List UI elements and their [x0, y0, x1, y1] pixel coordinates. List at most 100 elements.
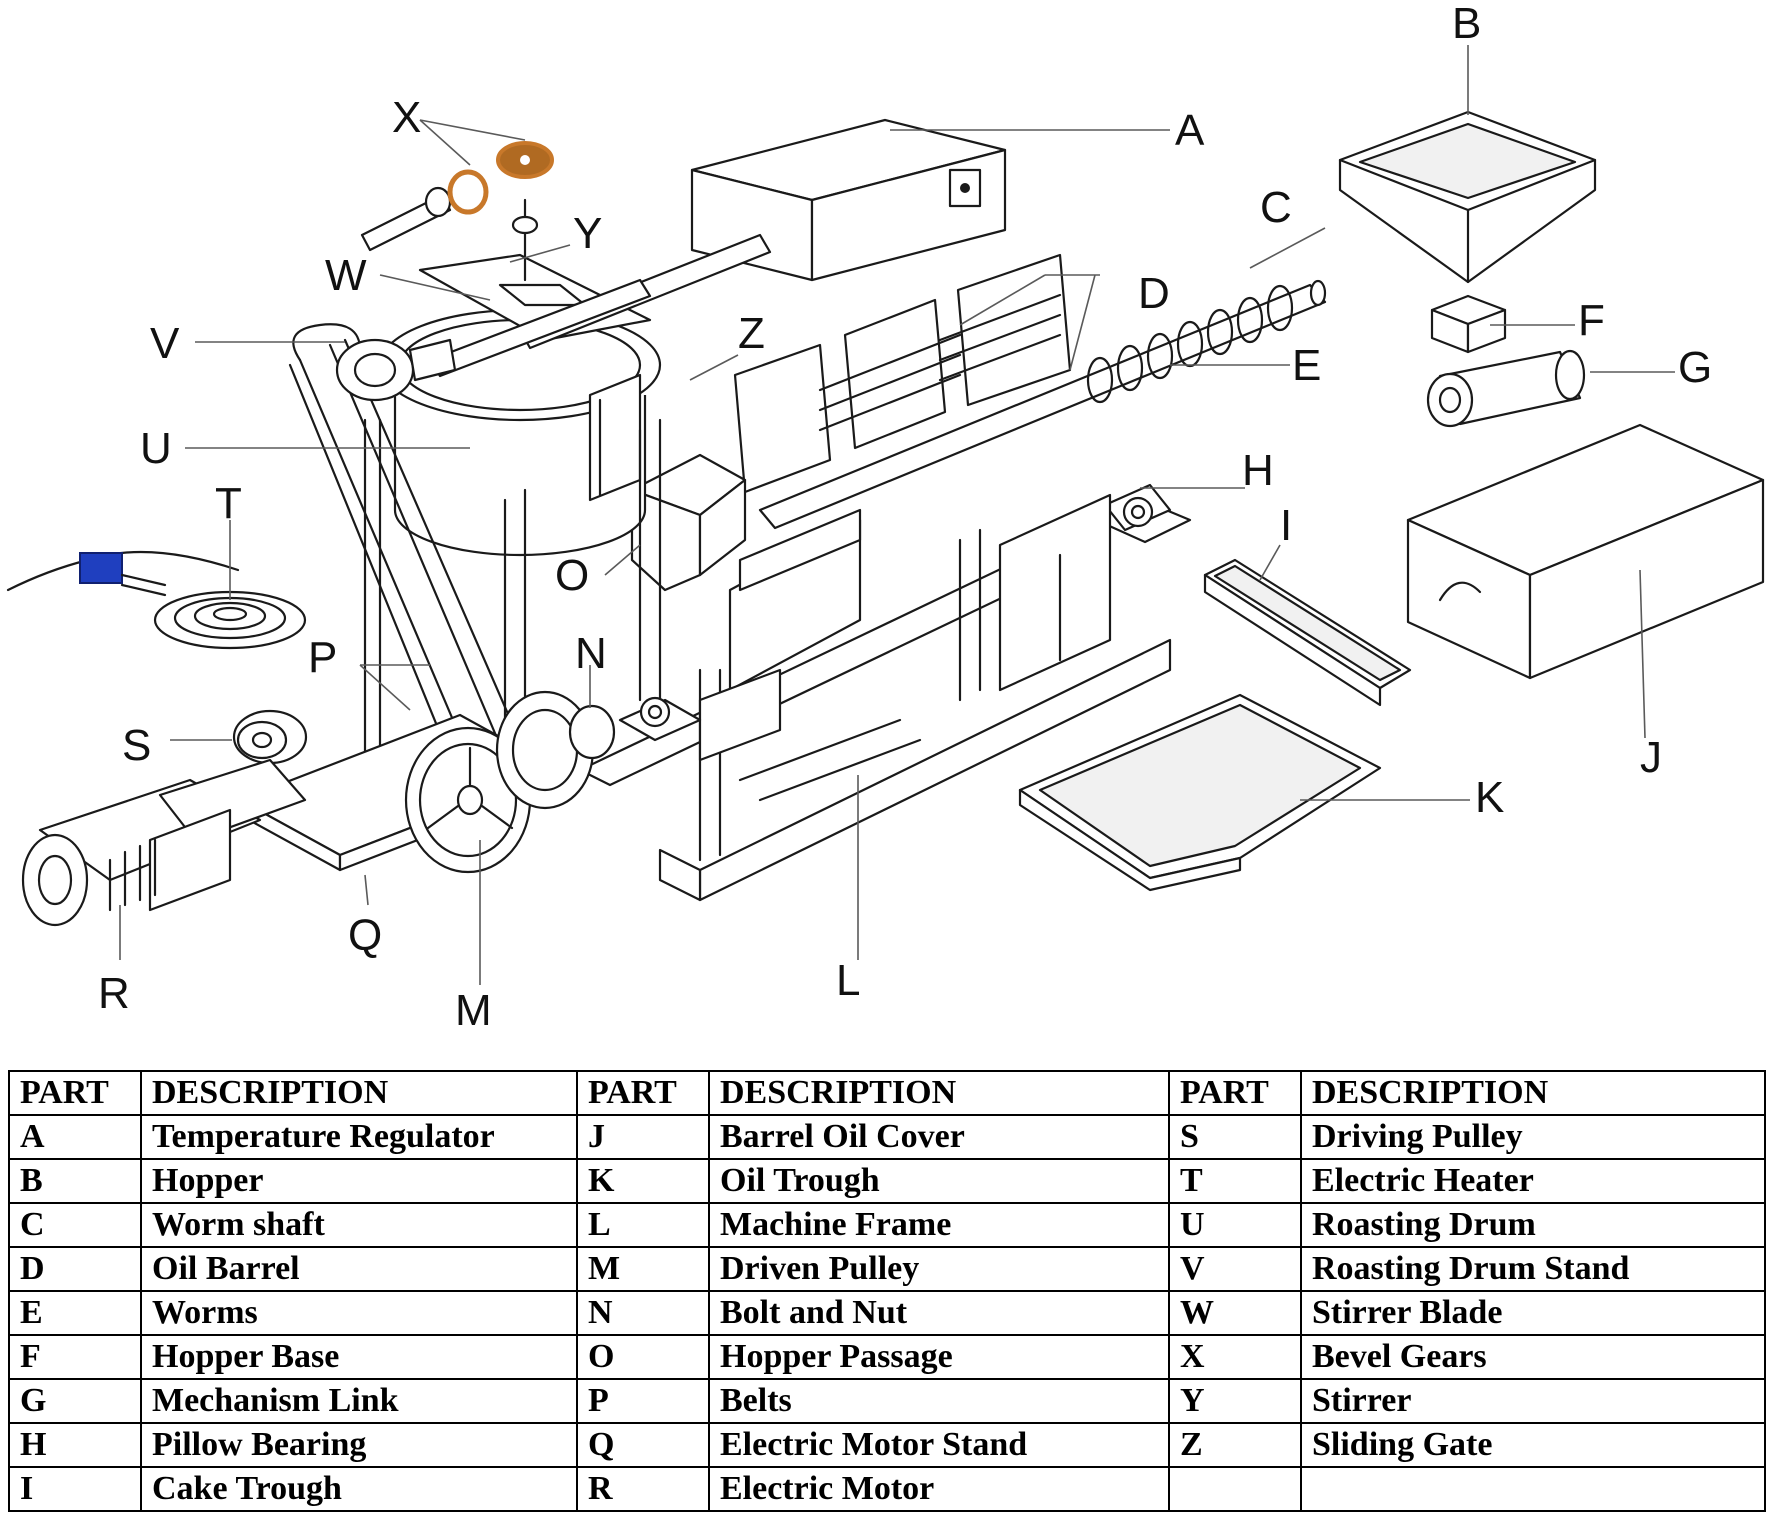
part-letter-cell: E: [8, 1290, 142, 1336]
callout-letters: A B C D E F G H I J K L M N O P Q R S T …: [98, 0, 1712, 1035]
part-letter-cell: L: [576, 1202, 710, 1248]
callout-j: J: [1640, 733, 1662, 782]
part-letter-cell: J: [576, 1114, 710, 1160]
part-description-cell: [1300, 1466, 1766, 1512]
part-letter-cell: N: [576, 1290, 710, 1336]
part-letter-cell: D: [8, 1246, 142, 1292]
bolt-and-nut: [568, 696, 702, 760]
part-letter-cell: S: [1168, 1114, 1302, 1160]
callout-l: L: [836, 956, 860, 1005]
part-description-cell: Roasting Drum Stand: [1300, 1246, 1766, 1292]
header-part: PART: [8, 1070, 142, 1116]
callout-r: R: [98, 969, 130, 1018]
part-description-cell: Belts: [708, 1378, 1170, 1424]
part-description-cell: Stirrer: [1300, 1378, 1766, 1424]
cake-trough: [1203, 558, 1412, 707]
part-letter-cell: Z: [1168, 1422, 1302, 1468]
table-header-row: PART DESCRIPTION PART DESCRIPTION PART D…: [8, 1070, 1766, 1116]
part-description-cell: Hopper Passage: [708, 1334, 1170, 1380]
part-letter-cell: X: [1168, 1334, 1302, 1380]
part-description-cell: Driven Pulley: [708, 1246, 1170, 1292]
pillow-bearing: [1083, 483, 1192, 544]
part-letter-cell: F: [8, 1334, 142, 1380]
sliding-gate: [588, 373, 642, 502]
callout-n: N: [575, 629, 607, 678]
driving-pulley: [232, 709, 308, 765]
mechanism-link: [1426, 349, 1586, 428]
part-letter-cell: Y: [1168, 1378, 1302, 1424]
part-letter-cell: I: [8, 1466, 142, 1512]
callout-o: O: [555, 551, 589, 600]
roasting-drum: [378, 308, 662, 557]
part-description-cell: Temperature Regulator: [140, 1114, 578, 1160]
part-description-cell: Oil Barrel: [140, 1246, 578, 1292]
oil-barrel: [733, 253, 1072, 494]
part-description-cell: Mechanism Link: [140, 1378, 578, 1424]
hopper-base: [1430, 294, 1507, 354]
callout-c: C: [1260, 183, 1292, 232]
barrel-oil-cover: [1406, 423, 1765, 680]
part-description-cell: Driving Pulley: [1300, 1114, 1766, 1160]
header-part: PART: [576, 1070, 710, 1116]
part-description-cell: Bolt and Nut: [708, 1290, 1170, 1336]
roasting-drum-pulley: [335, 338, 457, 402]
callout-d: D: [1138, 269, 1170, 318]
callout-s: S: [122, 721, 151, 770]
part-description-cell: Machine Frame: [708, 1202, 1170, 1248]
worm-shaft: [758, 279, 1327, 530]
callout-z: Z: [738, 309, 765, 358]
part-description-cell: Worm shaft: [140, 1202, 578, 1248]
header-description: DESCRIPTION: [1300, 1070, 1766, 1116]
part-letter-cell: [1168, 1466, 1302, 1512]
callout-p: P: [308, 633, 337, 682]
callout-i: I: [1280, 501, 1292, 550]
callout-k: K: [1475, 773, 1504, 822]
part-letter-cell: B: [8, 1158, 142, 1204]
electric-heater: [6, 550, 307, 650]
machine-exploded-diagram: A B C D E F G H I J K L M N O P Q R S T …: [6, 0, 1765, 1035]
part-letter-cell: R: [576, 1466, 710, 1512]
part-letter-cell: V: [1168, 1246, 1302, 1292]
hopper-passage: [630, 453, 747, 592]
callout-v: V: [150, 319, 180, 368]
callout-h: H: [1242, 446, 1274, 495]
part-letter-cell: A: [8, 1114, 142, 1160]
part-description-cell: Electric Motor: [708, 1466, 1170, 1512]
callout-g: G: [1678, 343, 1712, 392]
part-description-cell: Sliding Gate: [1300, 1422, 1766, 1468]
callout-x: X: [392, 93, 421, 142]
part-letter-cell: M: [576, 1246, 710, 1292]
callout-w: W: [325, 251, 367, 300]
part-description-cell: Worms: [140, 1290, 578, 1336]
leader-lines: [119, 45, 1675, 985]
part-letter-cell: C: [8, 1202, 142, 1248]
part-description-cell: Oil Trough: [708, 1158, 1170, 1204]
part-description-cell: Electric Motor Stand: [708, 1422, 1170, 1468]
callout-b: B: [1452, 0, 1481, 48]
electric-motor: [21, 758, 307, 927]
belts: [288, 323, 517, 772]
part-description-cell: Barrel Oil Cover: [708, 1114, 1170, 1160]
parts-table: PART DESCRIPTION PART DESCRIPTION PART D…: [8, 1070, 1766, 1512]
callout-m: M: [455, 986, 492, 1035]
callout-f: F: [1578, 296, 1605, 345]
part-letter-cell: Q: [576, 1422, 710, 1468]
part-description-cell: Roasting Drum: [1300, 1202, 1766, 1248]
callout-q: Q: [348, 911, 382, 960]
part-letter-cell: K: [576, 1158, 710, 1204]
hopper: [1338, 110, 1597, 284]
callout-u: U: [140, 424, 172, 473]
header-description: DESCRIPTION: [708, 1070, 1170, 1116]
header-part: PART: [1168, 1070, 1302, 1116]
roasting-drum-stand: [363, 418, 662, 762]
part-description-cell: Electric Heater: [1300, 1158, 1766, 1204]
part-letter-cell: T: [1168, 1158, 1302, 1204]
parts-legend: PART DESCRIPTION PART DESCRIPTION PART D…: [8, 1070, 1766, 1512]
part-description-cell: Stirrer Blade: [1300, 1290, 1766, 1336]
